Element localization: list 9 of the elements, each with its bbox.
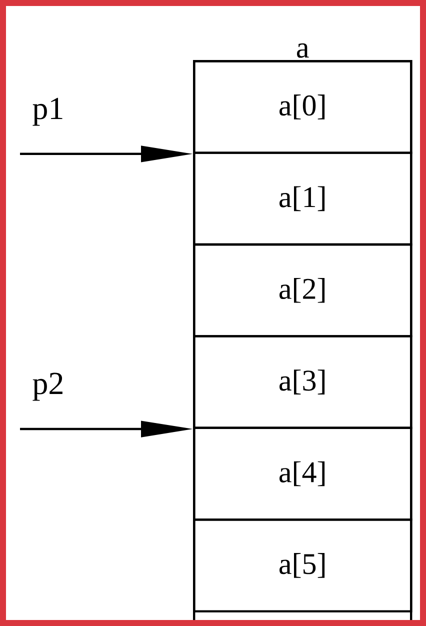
array-cell: a[5]	[193, 518, 412, 612]
array-cell: a[4]	[193, 426, 412, 521]
pointer-label: p1	[32, 98, 62, 126]
array-cell: a[2]	[193, 243, 412, 338]
array-cell: a[3]	[193, 335, 412, 429]
array-cell: a[0]	[193, 60, 412, 154]
array-cell: a[1]	[193, 152, 412, 246]
node-label: a	[296, 43, 309, 58]
pointer-label: p2	[32, 372, 62, 401]
